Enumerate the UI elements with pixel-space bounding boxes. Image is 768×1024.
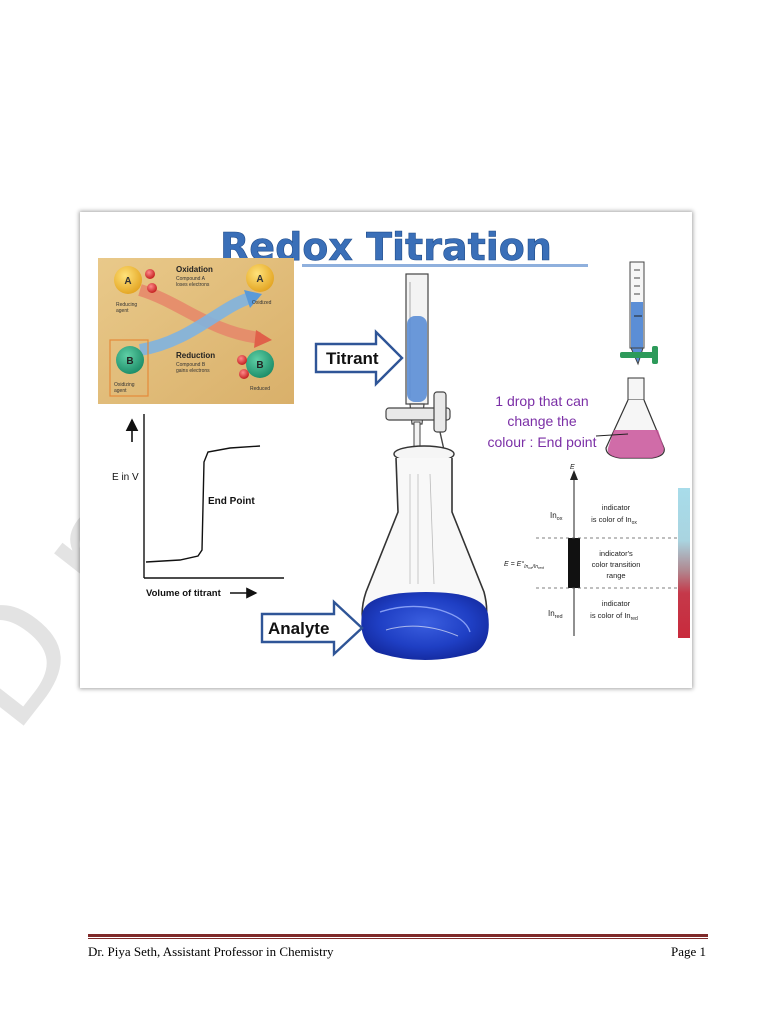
titration-curve-graph: E in V Volume of titrant End Point [112,414,284,599]
titrant-label: Titrant [326,349,379,368]
end-point-note: 1 drop that can change the colour : End … [488,393,597,450]
burette [385,273,451,459]
footer-author: Dr. Piya Seth, Assistant Professor in Ch… [88,944,334,959]
end-point-note-line-3: colour : End point [488,434,597,450]
scale-lower-text-2: is color of Inred [590,611,638,622]
atom-a-oxidized [246,264,274,292]
erlenmeyer-flask [361,445,489,660]
electron-icon [237,355,247,365]
small-burette [620,261,658,366]
oxidation-desc-1: Compound A [176,276,206,282]
footer-divider [88,934,708,937]
atom-b-reduced [246,350,274,378]
atom-a-oxidized-label: A [256,274,263,285]
analyte-label: Analyte [268,619,329,638]
titration-curve-line [145,445,261,563]
oxidation-title: Oxidation [176,265,213,274]
graph-xlabel: Volume of titrant [146,588,222,599]
electron-icon [147,283,157,293]
electron-icon [145,269,155,279]
reduction-title: Reduction [176,351,215,360]
oxidized-label: Oxidized [252,300,272,306]
end-point-note-line-1: 1 drop that can [495,393,588,409]
end-point-note-line-2: change the [507,413,576,429]
scale-lower-text-1: indicator [602,599,631,608]
redox-panel: A Reducing agent A Oxidized Oxidation Co… [98,258,294,404]
titrant-arrow: Titrant [314,329,404,387]
reduction-desc-1: Compound B [176,362,206,368]
reducing-agent-label: Reducing [116,302,137,308]
atom-a-label: A [124,276,131,287]
atom-a-reducing [114,266,142,294]
reducing-agent-label-2: agent [116,308,129,314]
atom-b-reduced-label: B [256,360,263,371]
footer-page-number: Page 1 [670,944,706,959]
title-underline [302,264,588,267]
end-point-annotation: End Point [208,496,255,507]
reduction-desc-2: gains electrons [176,368,210,374]
scale-middle-text-2: color transition [592,560,641,569]
oxidizing-agent-label: Oxidizing [114,382,135,388]
electron-icon [239,369,249,379]
scale-upper-label: Inox [550,511,563,522]
scale-lower-label: Inred [548,609,563,620]
scale-middle-text-3: range [606,571,625,580]
small-flask [595,377,665,459]
scale-middle-text-1: indicator's [599,549,633,558]
scale-upper-text-1: indicator [602,503,631,512]
indicator-color-bar [678,488,690,638]
slide-image: Redox Titration A Reducing agent A Oxidi… [80,212,692,688]
oxidation-desc-2: loses electrons [176,282,210,288]
scale-upper-text-2: is color of Inox [591,515,637,526]
scale-equation: E = E°Inox/Inred [504,560,545,570]
atom-b-oxidizing [116,346,144,374]
scale-axis-label: E [570,464,575,471]
footer-divider-thin [88,938,708,939]
graph-ylabel: E in V [112,472,139,483]
analyte-arrow: Analyte [260,599,364,657]
reduced-label: Reduced [250,386,270,392]
oxidizing-agent-label-2: agent [114,388,127,394]
indicator-scale: E Inox Inred E = E°Inox/Inred indicator … [504,464,690,638]
atom-b-label: B [126,356,133,367]
